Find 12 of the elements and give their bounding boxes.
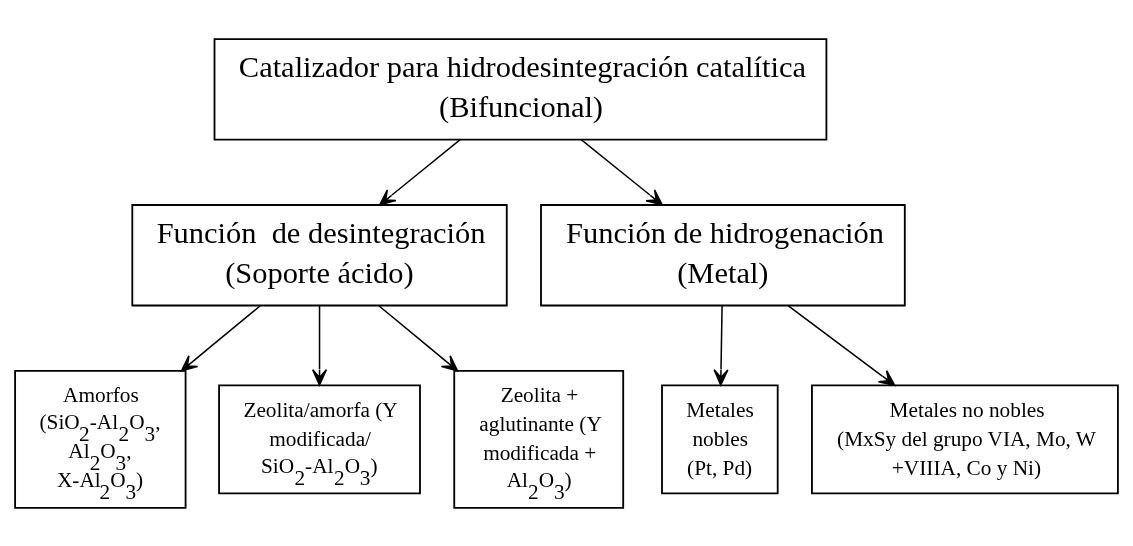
node-box: Catalizador para hidrodesintegración catalítica (Bifuncional) [213, 37, 828, 140]
arrow [787, 304, 896, 386]
arrow [713, 304, 729, 386]
node-box: Función de hidrogenación (Metal) [540, 203, 906, 306]
node-box: Metales nobles (Pt, Pd) [661, 383, 779, 494]
arrow [580, 138, 663, 206]
node-box: Función de desintegración (Soporte ácido) [131, 203, 508, 306]
arrow [311, 304, 328, 386]
node-box: Metales no nobles (MxSy del grupo VIA, Mo, W +VIIIA, Co y Ni) [811, 383, 1119, 494]
arrow [379, 138, 461, 206]
arrow [180, 304, 261, 372]
arrow [378, 304, 459, 372]
